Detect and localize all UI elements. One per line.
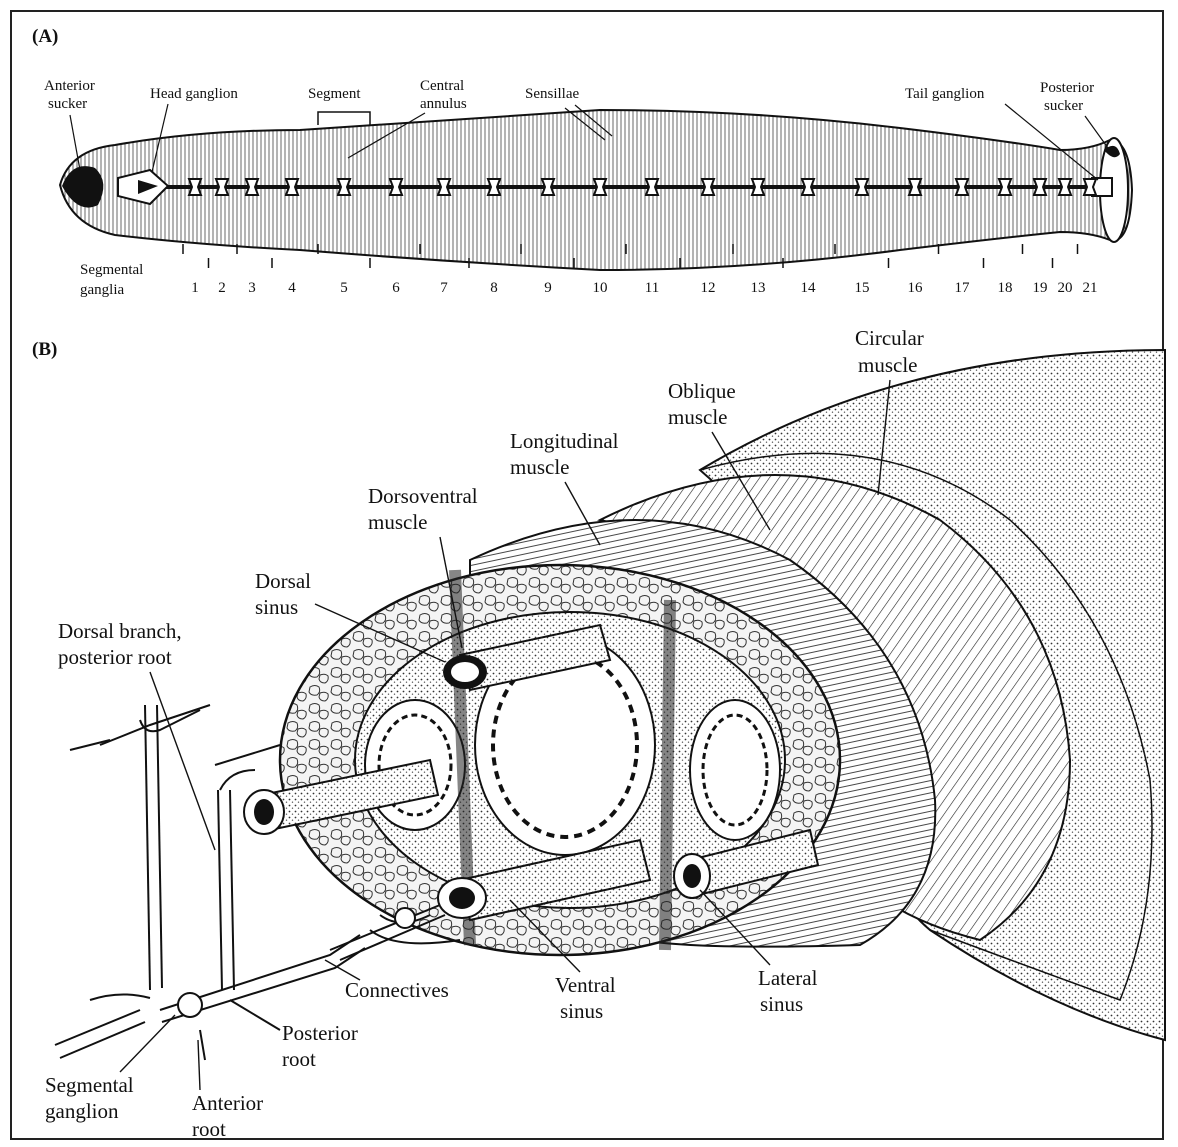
label-sensillae: Sensillae: [525, 86, 579, 102]
label-head-ganglion: Head ganglion: [150, 86, 238, 102]
panel-b-tag: (B): [32, 339, 57, 360]
label-segmental-ganglia-1: Segmental: [80, 262, 143, 278]
label-posterior-root-2: root: [282, 1047, 316, 1071]
ganglion-number: 6: [392, 280, 400, 296]
label-dorsal-branch-2: posterior root: [58, 645, 172, 669]
label-ventral-sinus-2: sinus: [560, 999, 603, 1023]
ganglion-number: 20: [1058, 280, 1073, 296]
label-dorsoventral-muscle-1: Dorsoventral: [368, 484, 478, 508]
label-central-annulus-2: annulus: [420, 96, 467, 112]
ganglion-number: 21: [1083, 280, 1098, 296]
label-dorsal-branch-1: Dorsal branch,: [58, 619, 182, 643]
label-posterior-sucker-1: Posterior: [1040, 80, 1094, 96]
ganglion-number: 8: [490, 280, 498, 296]
ganglion-number: 7: [440, 280, 448, 296]
ganglion-number: 16: [908, 280, 924, 296]
ganglion-number: 17: [955, 280, 971, 296]
label-dorsal-sinus-1: Dorsal: [255, 569, 311, 593]
ganglion-number: 9: [544, 280, 552, 296]
ganglion-number: 3: [248, 280, 256, 296]
next-ganglion-blob: [395, 908, 415, 928]
ganglion-number: 11: [645, 280, 659, 296]
label-posterior-root-1: Posterior: [282, 1021, 358, 1045]
label-oblique-muscle-2: muscle: [668, 405, 727, 429]
label-segmental-ganglion-2: ganglion: [45, 1099, 119, 1123]
label-longitudinal-muscle-2: muscle: [510, 455, 569, 479]
ganglion-number: 4: [288, 280, 296, 296]
label-segment: Segment: [308, 86, 361, 102]
ganglion-number: 18: [998, 280, 1013, 296]
ganglion-number: 12: [701, 280, 716, 296]
label-anterior-root-1: Anterior: [192, 1091, 263, 1115]
ganglion-number: 15: [855, 280, 870, 296]
label-anterior-root-2: root: [192, 1117, 226, 1141]
label-segmental-ganglion-1: Segmental: [45, 1073, 134, 1097]
panel-a-tag: (A): [32, 26, 58, 47]
ganglion-number: 1: [191, 280, 199, 296]
label-dorsal-sinus-2: sinus: [255, 595, 298, 619]
ganglion-number: 5: [340, 280, 348, 296]
label-tail-ganglion: Tail ganglion: [905, 86, 985, 102]
label-longitudinal-muscle-1: Longitudinal: [510, 429, 619, 453]
ganglion-number: 19: [1033, 280, 1048, 296]
ganglion-number: 2: [218, 280, 226, 296]
label-lateral-sinus-1: Lateral: [758, 966, 818, 990]
ganglion-number: 14: [801, 280, 817, 296]
label-anterior-sucker-1: Anterior: [44, 78, 95, 94]
label-dorsoventral-muscle-2: muscle: [368, 510, 427, 534]
label-circular-muscle-2: muscle: [858, 353, 917, 377]
ganglion-number: 10: [593, 280, 608, 296]
label-circular-muscle-1: Circular: [855, 326, 924, 350]
label-segmental-ganglia-2: ganglia: [80, 282, 124, 298]
label-posterior-sucker-2: sucker: [1044, 98, 1083, 114]
label-ventral-sinus-1: Ventral: [555, 973, 616, 997]
label-anterior-sucker-2: sucker: [48, 96, 87, 112]
label-oblique-muscle-1: Oblique: [668, 379, 736, 403]
label-lateral-sinus-2: sinus: [760, 992, 803, 1016]
ganglion-number: 13: [751, 280, 766, 296]
segmental-ganglion-blob: [178, 993, 202, 1017]
label-connectives: Connectives: [345, 978, 449, 1002]
label-central-annulus-1: Central: [420, 78, 464, 94]
segment-bracket: [318, 112, 370, 125]
